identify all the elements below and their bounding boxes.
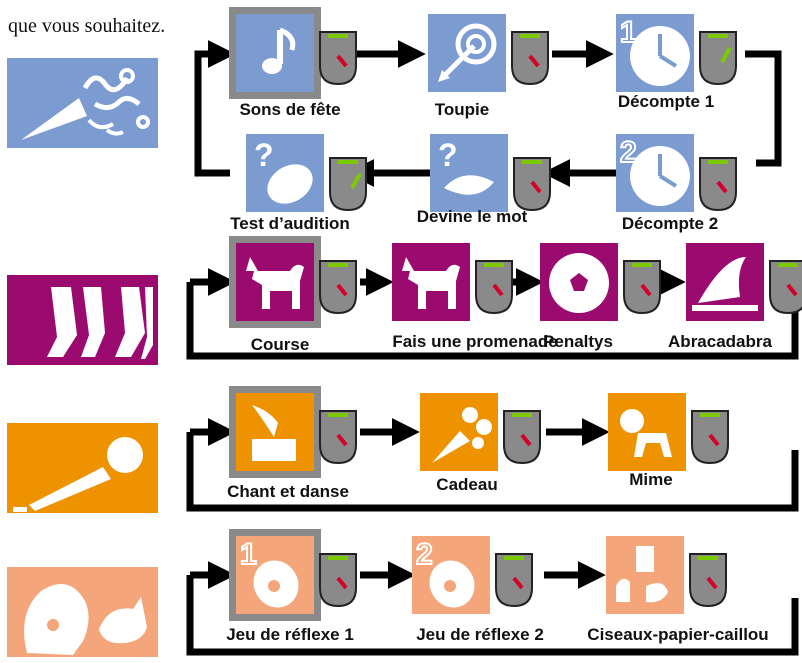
dog-icon	[236, 243, 314, 321]
clock-icon: 1	[616, 14, 694, 92]
activity-tile[interactable]	[229, 236, 321, 328]
activity-label: Test d’audition	[230, 214, 350, 233]
gauge-icon	[696, 26, 740, 86]
activity-label: Course	[250, 335, 310, 354]
legs-icon[interactable]	[7, 275, 158, 365]
gauge-icon	[696, 152, 740, 212]
gauge-icon	[766, 255, 802, 315]
activity-tile[interactable]: ?	[246, 134, 324, 212]
gauge-icon	[316, 405, 360, 465]
activity-label: Ciseaux-papier-caillou	[587, 625, 769, 644]
gauge-icon	[492, 548, 536, 608]
target-arrow-icon	[428, 14, 506, 92]
gauge-icon	[316, 548, 360, 608]
activity-tile[interactable]: 2	[616, 134, 694, 212]
activity-label: Jeu de réflexe 1	[226, 625, 354, 644]
svg-text:2: 2	[416, 538, 433, 571]
microphone-icon[interactable]	[7, 423, 158, 513]
svg-text:?: ?	[438, 137, 458, 173]
hand-press-icon: 1	[236, 536, 314, 614]
activity-tile[interactable]	[229, 7, 321, 99]
svg-text:1: 1	[620, 16, 637, 49]
gauge-icon	[500, 405, 544, 465]
svg-text:2: 2	[620, 136, 637, 169]
activity-tile[interactable]: 1	[229, 529, 321, 621]
party-icon[interactable]	[7, 58, 158, 148]
bouquet-icon	[420, 393, 498, 471]
activity-label: Chant et danse	[227, 482, 349, 501]
header-line: que vous souhaitez.	[8, 15, 166, 37]
gauge-icon	[472, 255, 516, 315]
activity-label: Devine le mot	[416, 207, 528, 226]
activity-tile[interactable]: 2	[412, 536, 490, 614]
baby-crawl-icon	[608, 393, 686, 471]
gauge-icon	[326, 152, 370, 212]
clock-icon: 2	[616, 134, 694, 212]
soccer-ball-icon	[540, 243, 618, 321]
dog-icon	[392, 243, 470, 321]
activity-label: Penaltys	[543, 332, 613, 351]
activity-tile[interactable]	[392, 243, 470, 321]
activity-label: Toupie	[434, 100, 490, 119]
gauge-icon	[316, 255, 360, 315]
mouth-question-icon: ?	[430, 134, 508, 212]
activity-tile[interactable]	[420, 393, 498, 471]
gauge-icon	[510, 152, 554, 212]
activity-label: Jeu de réflexe 2	[416, 625, 544, 644]
gauge-icon	[508, 26, 552, 86]
activity-tile[interactable]	[540, 243, 618, 321]
gramophone-icon	[236, 393, 314, 471]
wizard-hat-icon	[686, 243, 764, 321]
activity-tile[interactable]	[428, 14, 506, 92]
faces-icon[interactable]	[7, 567, 158, 657]
activity-tile[interactable]: ?	[430, 134, 508, 212]
hand-press-icon: 2	[412, 536, 490, 614]
activity-label: Mime	[629, 470, 673, 489]
activity-tile[interactable]	[229, 386, 321, 478]
activity-label: Sons de fête	[239, 100, 341, 119]
gauge-icon	[688, 405, 732, 465]
gauge-icon	[620, 255, 664, 315]
svg-text:?: ?	[254, 137, 274, 173]
activity-tile[interactable]	[686, 243, 764, 321]
gauge-icon	[686, 548, 730, 608]
hand-game-icon	[606, 536, 684, 614]
activity-tile[interactable]: 1	[616, 14, 694, 92]
activity-label: Fais une promenade	[392, 332, 558, 351]
activity-tile[interactable]	[608, 393, 686, 471]
activity-label: Décompte 2	[621, 214, 719, 233]
activity-label: Décompte 1	[617, 92, 715, 111]
activity-label: Cadeau	[436, 475, 498, 494]
ear-question-icon: ?	[246, 134, 324, 212]
svg-text:1: 1	[240, 538, 257, 571]
activity-label: Abracadabra	[668, 332, 772, 351]
gauge-icon	[316, 26, 360, 86]
activity-tile[interactable]	[606, 536, 684, 614]
music-note-icon	[236, 14, 314, 92]
